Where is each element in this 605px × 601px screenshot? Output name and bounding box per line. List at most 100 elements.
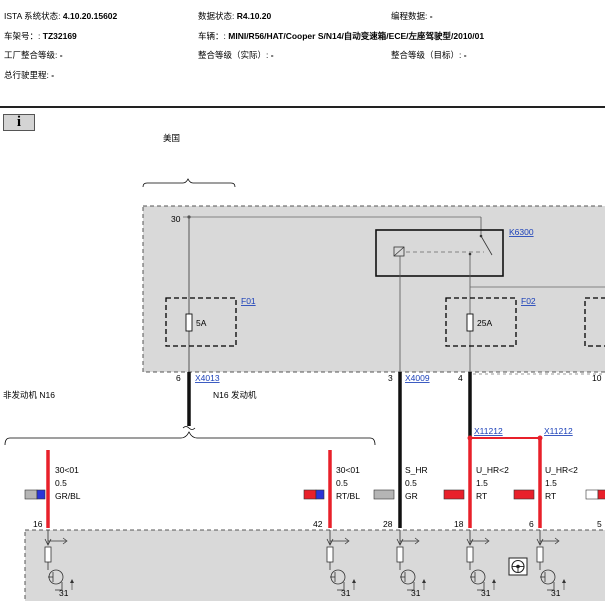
wire-1-swatch-blue bbox=[36, 489, 46, 500]
connector-pin-4: 4 bbox=[458, 373, 463, 383]
wire-3-swatch-grey bbox=[373, 489, 395, 500]
connector-pin-6: 6 bbox=[176, 373, 181, 383]
connector-x4013-link[interactable]: X4013 bbox=[195, 373, 220, 383]
wire-6-swatch-white bbox=[585, 489, 599, 500]
relay-coil-diag bbox=[393, 246, 405, 257]
non-engine-label: 非发动机 N16 bbox=[3, 390, 55, 400]
header-row-2: 车架号：: TZ32169 bbox=[4, 30, 77, 42]
internal-circuit-42 bbox=[326, 530, 356, 591]
relay-switch bbox=[480, 235, 493, 256]
wire-4-signal: U_HR<2 bbox=[476, 465, 509, 475]
lower-pin-42: 42 bbox=[313, 519, 323, 529]
header-row-1: ISTA 系统状态: 4.10.20.15602 bbox=[4, 10, 117, 22]
connector-pin-10: 10 bbox=[592, 373, 602, 383]
ground-label-6: 31 bbox=[551, 588, 561, 598]
lower-bracket bbox=[4, 431, 376, 446]
ground-label-18: 31 bbox=[481, 588, 491, 598]
relay-k6300-box bbox=[375, 229, 504, 277]
wire-5-size: 1.5 bbox=[545, 478, 557, 488]
ground-label-28: 31 bbox=[411, 588, 421, 598]
wire-2-signal: 30<01 bbox=[336, 465, 360, 475]
fuse-f01-icon bbox=[185, 313, 193, 332]
relay-coil-icon bbox=[393, 246, 405, 257]
fuse-f02-link[interactable]: F02 bbox=[521, 296, 536, 306]
factory-ilevel-value: - bbox=[59, 50, 63, 60]
wire-6-swatch-red bbox=[597, 489, 605, 500]
wire-4-color: RT bbox=[476, 491, 487, 501]
lower-pin-16: 16 bbox=[33, 519, 43, 529]
wire-4-swatch-red bbox=[443, 489, 465, 500]
wire-3-color: GR bbox=[405, 491, 418, 501]
wire-2-swatch-red bbox=[303, 489, 317, 500]
splice-x11212-link-1[interactable]: X11212 bbox=[474, 426, 503, 436]
mileage-value: - bbox=[51, 70, 55, 80]
vin-label: 车架号：: bbox=[4, 31, 41, 41]
wire-1-signal: 30<01 bbox=[55, 465, 79, 475]
fuse-f02-rating: 25A bbox=[477, 318, 492, 328]
relay-k6300-link[interactable]: K6300 bbox=[509, 227, 534, 237]
ilevel-actual: 整合等级（实际）: - bbox=[198, 49, 274, 61]
vehicle-value: MINI/R56/HAT/Cooper S/N14/自动变速箱/ECE/左座驾驶… bbox=[228, 31, 485, 41]
fuse-partial-box bbox=[584, 297, 605, 347]
vehicle-info: 车辆：: MINI/R56/HAT/Cooper S/N14/自动变速箱/ECE… bbox=[198, 30, 484, 42]
ground-label-16: 31 bbox=[59, 588, 69, 598]
wire-5-swatch-red bbox=[513, 489, 535, 500]
steering-wheel-icon bbox=[508, 557, 528, 576]
internal-circuit-16 bbox=[44, 530, 74, 591]
wire-2-color: RT/BL bbox=[336, 491, 360, 501]
header-divider bbox=[0, 106, 605, 108]
info-button[interactable]: i bbox=[3, 114, 35, 131]
upper-pin-30: 30 bbox=[171, 214, 181, 224]
data-status: 数据状态: R4.10.20 bbox=[198, 10, 271, 22]
header-row-3: 工厂整合等级: - bbox=[4, 49, 63, 61]
wire-3-size: 0.5 bbox=[405, 478, 417, 488]
programming-data-value: - bbox=[429, 11, 433, 21]
wire-2-size: 0.5 bbox=[336, 478, 348, 488]
fuse-f01-link[interactable]: F01 bbox=[241, 296, 256, 306]
relay-out-node bbox=[468, 252, 472, 256]
ilevel-target-value: - bbox=[463, 50, 467, 60]
region-label: 美国 bbox=[163, 133, 180, 143]
wire-5-signal: U_HR<2 bbox=[545, 465, 578, 475]
vin-value: TZ32169 bbox=[42, 31, 77, 41]
mileage-label: 总行驶里程: bbox=[4, 70, 49, 80]
control-module-box bbox=[24, 529, 605, 601]
info-icon: i bbox=[16, 114, 22, 130]
wire-5-color: RT bbox=[545, 491, 556, 501]
fuse-box-module bbox=[142, 205, 605, 373]
lower-pin-6: 6 bbox=[529, 519, 534, 529]
data-status-label: 数据状态: bbox=[198, 11, 235, 21]
fuse-f01-rating: 5A bbox=[196, 318, 207, 328]
engine-label: N16 发动机 bbox=[213, 390, 257, 400]
programming-data-label: 编程数据: bbox=[391, 11, 428, 21]
lower-pin-28: 28 bbox=[383, 519, 393, 529]
wire-1-size: 0.5 bbox=[55, 478, 67, 488]
vehicle-label: 车辆：: bbox=[198, 31, 226, 41]
header-row-4: 总行驶里程: - bbox=[4, 69, 54, 81]
data-status-value: R4.10.20 bbox=[236, 11, 272, 21]
wire-2-swatch-blue bbox=[315, 489, 325, 500]
ilevel-target: 整合等级（目标）: - bbox=[391, 49, 467, 61]
internal-circuit-6 bbox=[536, 530, 566, 591]
ilevel-actual-label: 整合等级（实际）: bbox=[198, 50, 269, 60]
wire-1-swatch-grey bbox=[24, 489, 38, 500]
lower-pin-18: 18 bbox=[454, 519, 464, 529]
programming-data: 编程数据: - bbox=[391, 10, 433, 22]
splice-x11212-link-2[interactable]: X11212 bbox=[544, 426, 573, 436]
ista-status-label: ISTA 系统状态: bbox=[4, 11, 61, 21]
ground-label-42: 31 bbox=[341, 588, 351, 598]
lower-pin-5: 5 bbox=[597, 519, 602, 529]
wire-3-signal: S_HR bbox=[405, 465, 428, 475]
connector-pin-3: 3 bbox=[388, 373, 393, 383]
connector-x4009-link[interactable]: X4009 bbox=[405, 373, 430, 383]
internal-circuit-28 bbox=[396, 530, 426, 591]
wire-4-size: 1.5 bbox=[476, 478, 488, 488]
factory-ilevel-label: 工厂整合等级: bbox=[4, 50, 58, 60]
relay-contact bbox=[479, 234, 483, 238]
internal-circuit-18 bbox=[466, 530, 496, 591]
ilevel-target-label: 整合等级（目标）: bbox=[391, 50, 462, 60]
ilevel-actual-value: - bbox=[270, 50, 274, 60]
ista-status-value: 4.10.20.15602 bbox=[62, 11, 118, 21]
wire-break-mark bbox=[182, 426, 196, 430]
